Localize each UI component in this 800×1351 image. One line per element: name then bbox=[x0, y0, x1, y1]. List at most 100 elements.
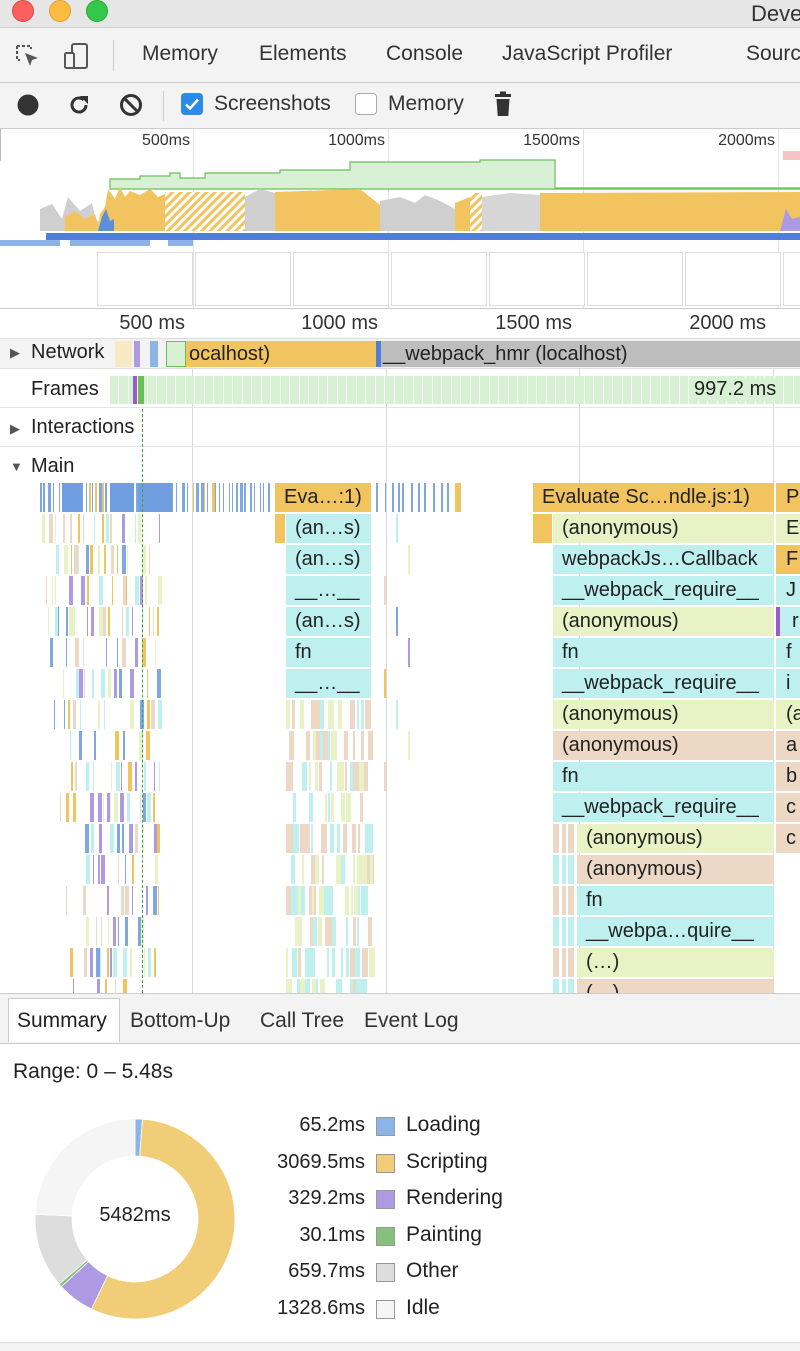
flame-block[interactable]: (a bbox=[776, 700, 800, 729]
zoom-window-button[interactable] bbox=[86, 0, 108, 22]
flame-block[interactable]: (an…s) bbox=[286, 607, 371, 636]
frame-divider bbox=[403, 376, 404, 404]
flame-sliver bbox=[110, 514, 112, 543]
tab-console[interactable]: Console bbox=[386, 42, 464, 65]
tab-call-tree[interactable]: Call Tree bbox=[260, 1009, 345, 1032]
flame-chart[interactable]: ocalhost) __webpack_hmr (localhost) ▶ Ne… bbox=[0, 339, 800, 993]
flame-block[interactable]: (…) bbox=[577, 948, 774, 977]
flame-block[interactable]: fn bbox=[286, 638, 371, 667]
flame-block[interactable]: (an…s) bbox=[286, 545, 371, 574]
tab-memory[interactable]: Memory bbox=[142, 42, 218, 65]
flame-block[interactable]: Eva…:1) bbox=[275, 483, 371, 512]
flame-sliver bbox=[313, 917, 317, 946]
flame-block[interactable]: __webpack_require__ bbox=[553, 669, 774, 698]
frame-divider bbox=[270, 376, 271, 404]
flame-block[interactable]: c bbox=[776, 824, 800, 853]
legend-swatch bbox=[376, 1263, 395, 1283]
network-request-bar[interactable] bbox=[150, 341, 158, 367]
main-track-label[interactable]: Main bbox=[31, 455, 75, 477]
flame-sliver bbox=[73, 793, 76, 822]
reload-icon[interactable] bbox=[66, 92, 92, 118]
network-request-bar[interactable] bbox=[115, 341, 132, 367]
screenshot-thumb[interactable] bbox=[293, 252, 389, 306]
flame-block-evaluate-script[interactable]: Evaluate Sc…ndle.js:1) bbox=[533, 483, 774, 512]
flame-block[interactable]: f bbox=[776, 638, 800, 667]
memory-checkbox[interactable] bbox=[355, 93, 377, 115]
expand-interactions-icon[interactable]: ▶ bbox=[10, 421, 20, 436]
collapse-main-icon[interactable]: ▼ bbox=[10, 459, 23, 474]
frame-divider bbox=[583, 376, 585, 404]
inspect-icon[interactable] bbox=[14, 43, 42, 71]
frame-marker[interactable] bbox=[138, 376, 144, 404]
flame-block[interactable]: (anonymous) bbox=[577, 855, 774, 884]
record-icon[interactable] bbox=[16, 93, 40, 117]
screenshot-thumb[interactable] bbox=[391, 252, 487, 306]
network-request-webpack-hmr[interactable]: __webpack_hmr (localhost) bbox=[381, 341, 800, 367]
tab-summary[interactable]: Summary bbox=[17, 1009, 107, 1032]
flame-sliver bbox=[408, 545, 410, 574]
frame-marker[interactable] bbox=[133, 376, 137, 404]
screenshot-thumb[interactable] bbox=[97, 252, 193, 306]
flame-block[interactable]: (an…s) bbox=[286, 514, 371, 543]
flame-block[interactable]: r bbox=[776, 607, 800, 636]
flame-block[interactable]: F bbox=[776, 545, 800, 574]
flame-block[interactable] bbox=[275, 514, 285, 543]
screenshot-thumb[interactable] bbox=[783, 252, 800, 306]
tab-event-log[interactable]: Event Log bbox=[364, 1009, 459, 1032]
network-request-localhost[interactable]: ocalhost) bbox=[186, 341, 376, 367]
frame-divider bbox=[232, 376, 233, 404]
flame-sliver bbox=[127, 545, 128, 574]
network-request-bar[interactable] bbox=[376, 341, 381, 367]
flame-block[interactable]: a bbox=[776, 731, 800, 760]
flame-sliver bbox=[568, 948, 574, 977]
network-track-label[interactable]: Network bbox=[31, 341, 109, 364]
legend-value: 65.2ms bbox=[299, 1114, 365, 1136]
flame-sliver bbox=[158, 886, 159, 915]
flame-block[interactable]: fn bbox=[577, 886, 774, 915]
device-icon[interactable] bbox=[62, 41, 92, 71]
flame-sliver bbox=[346, 917, 348, 946]
flame-block[interactable]: J bbox=[776, 576, 800, 605]
clear-icon[interactable] bbox=[118, 92, 144, 118]
tab-sources[interactable]: Sourc bbox=[746, 42, 800, 65]
flame-block[interactable]: Ev bbox=[776, 514, 800, 543]
screenshot-thumb[interactable] bbox=[685, 252, 781, 306]
screenshots-checkbox[interactable] bbox=[181, 93, 203, 115]
minimize-window-button[interactable] bbox=[49, 0, 71, 22]
flame-block[interactable]: (anonymous) bbox=[553, 731, 774, 760]
flame-sliver bbox=[325, 917, 332, 946]
flame-block[interactable]: i bbox=[776, 669, 800, 698]
flame-block[interactable]: __webpack_require__ bbox=[553, 793, 774, 822]
trash-icon[interactable] bbox=[492, 91, 514, 119]
flame-block[interactable]: (anonymous) bbox=[577, 824, 774, 853]
flame-block[interactable]: b bbox=[776, 762, 800, 791]
expand-network-icon[interactable]: ▶ bbox=[10, 345, 20, 360]
interactions-track-label[interactable]: Interactions bbox=[31, 416, 135, 438]
flame-block[interactable]: __webpa…quire__ bbox=[577, 917, 774, 946]
overview-left-handle[interactable] bbox=[0, 129, 1, 161]
flame-block[interactable]: (anonymous) bbox=[553, 607, 774, 636]
screenshot-thumb[interactable] bbox=[195, 252, 291, 306]
flame-block[interactable]: __webpack_require__ bbox=[553, 576, 774, 605]
flame-block[interactable]: c bbox=[776, 793, 800, 822]
flame-block[interactable]: (anonymous) bbox=[553, 700, 774, 729]
flame-block[interactable]: __…__ bbox=[286, 576, 371, 605]
flame-block[interactable] bbox=[533, 514, 552, 543]
screenshot-thumb[interactable] bbox=[489, 252, 585, 306]
tab-elements[interactable]: Elements bbox=[259, 42, 347, 65]
range-label: Range: 0 – 5.48s bbox=[13, 1060, 173, 1083]
tab-javascript-profiler[interactable]: JavaScript Profiler bbox=[502, 42, 673, 65]
flame-block[interactable]: __…__ bbox=[286, 669, 371, 698]
close-window-button[interactable] bbox=[12, 0, 34, 22]
tab-bottom-up[interactable]: Bottom-Up bbox=[130, 1009, 231, 1032]
screenshot-thumb[interactable] bbox=[587, 252, 683, 306]
flame-block[interactable]: webpackJs…Callback bbox=[553, 545, 774, 574]
flame-block[interactable]: Pa bbox=[776, 483, 800, 512]
network-request-bar[interactable] bbox=[166, 341, 186, 367]
flame-block[interactable]: fn bbox=[553, 762, 774, 791]
network-request-bar[interactable] bbox=[134, 341, 140, 367]
flame-block[interactable]: (anonymous) bbox=[553, 514, 774, 543]
flame-block[interactable]: fn bbox=[553, 638, 774, 667]
flame-block[interactable]: (…) bbox=[577, 979, 774, 993]
timeline-overview[interactable]: 500ms 1000ms 1500ms 2000ms bbox=[0, 129, 800, 309]
